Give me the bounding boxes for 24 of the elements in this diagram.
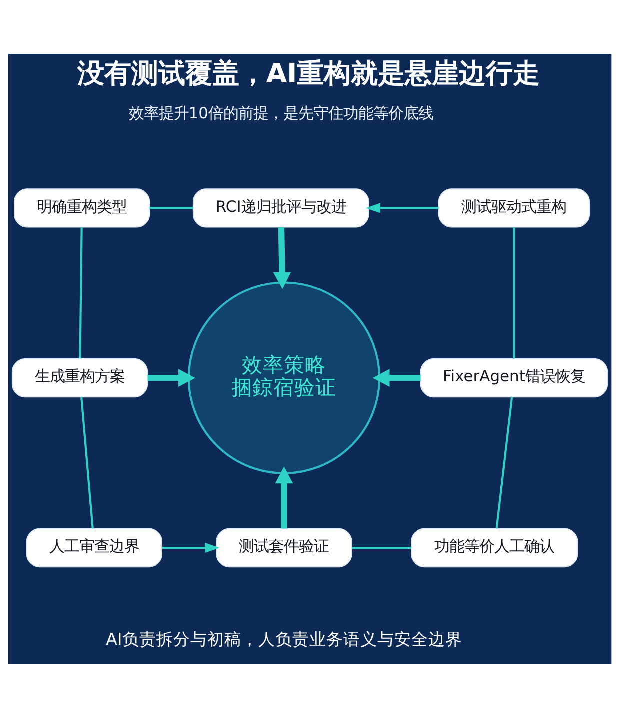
- node-box: FixerAgent错误恢复: [420, 358, 608, 398]
- node-box: 明确重构类型: [14, 188, 150, 228]
- connector: [513, 227, 516, 358]
- arrow: [148, 368, 196, 386]
- arrow: [366, 202, 439, 213]
- node-circle: 效率策略 捆鍄宿验证: [188, 281, 381, 474]
- arrow: [372, 368, 421, 386]
- label: AI负责拆分与初稿，人负责业务语义与安全边界: [106, 630, 462, 649]
- label: 效率提升10倍的前提，是先守住功能等价底线: [128, 104, 434, 122]
- node-box: 生成重构方案: [12, 358, 148, 398]
- arrow: [275, 466, 294, 528]
- diagram-title: 没有测试覆盖，AI重构就是悬崖边行走: [77, 58, 540, 90]
- arrow: [162, 542, 220, 553]
- connector: [80, 396, 94, 528]
- node-box: RCI递归批评与改进: [192, 188, 370, 228]
- arrow: [273, 226, 292, 289]
- node-box: 人工审查边界: [26, 528, 163, 568]
- node-box: 功能等价人工确认: [411, 528, 578, 568]
- connector: [352, 546, 412, 548]
- connector: [150, 206, 194, 209]
- connector: [79, 226, 83, 358]
- connector: [496, 396, 514, 528]
- node-box: 测试套件验证: [216, 528, 352, 568]
- node-box: 测试驱动式重构: [438, 188, 590, 228]
